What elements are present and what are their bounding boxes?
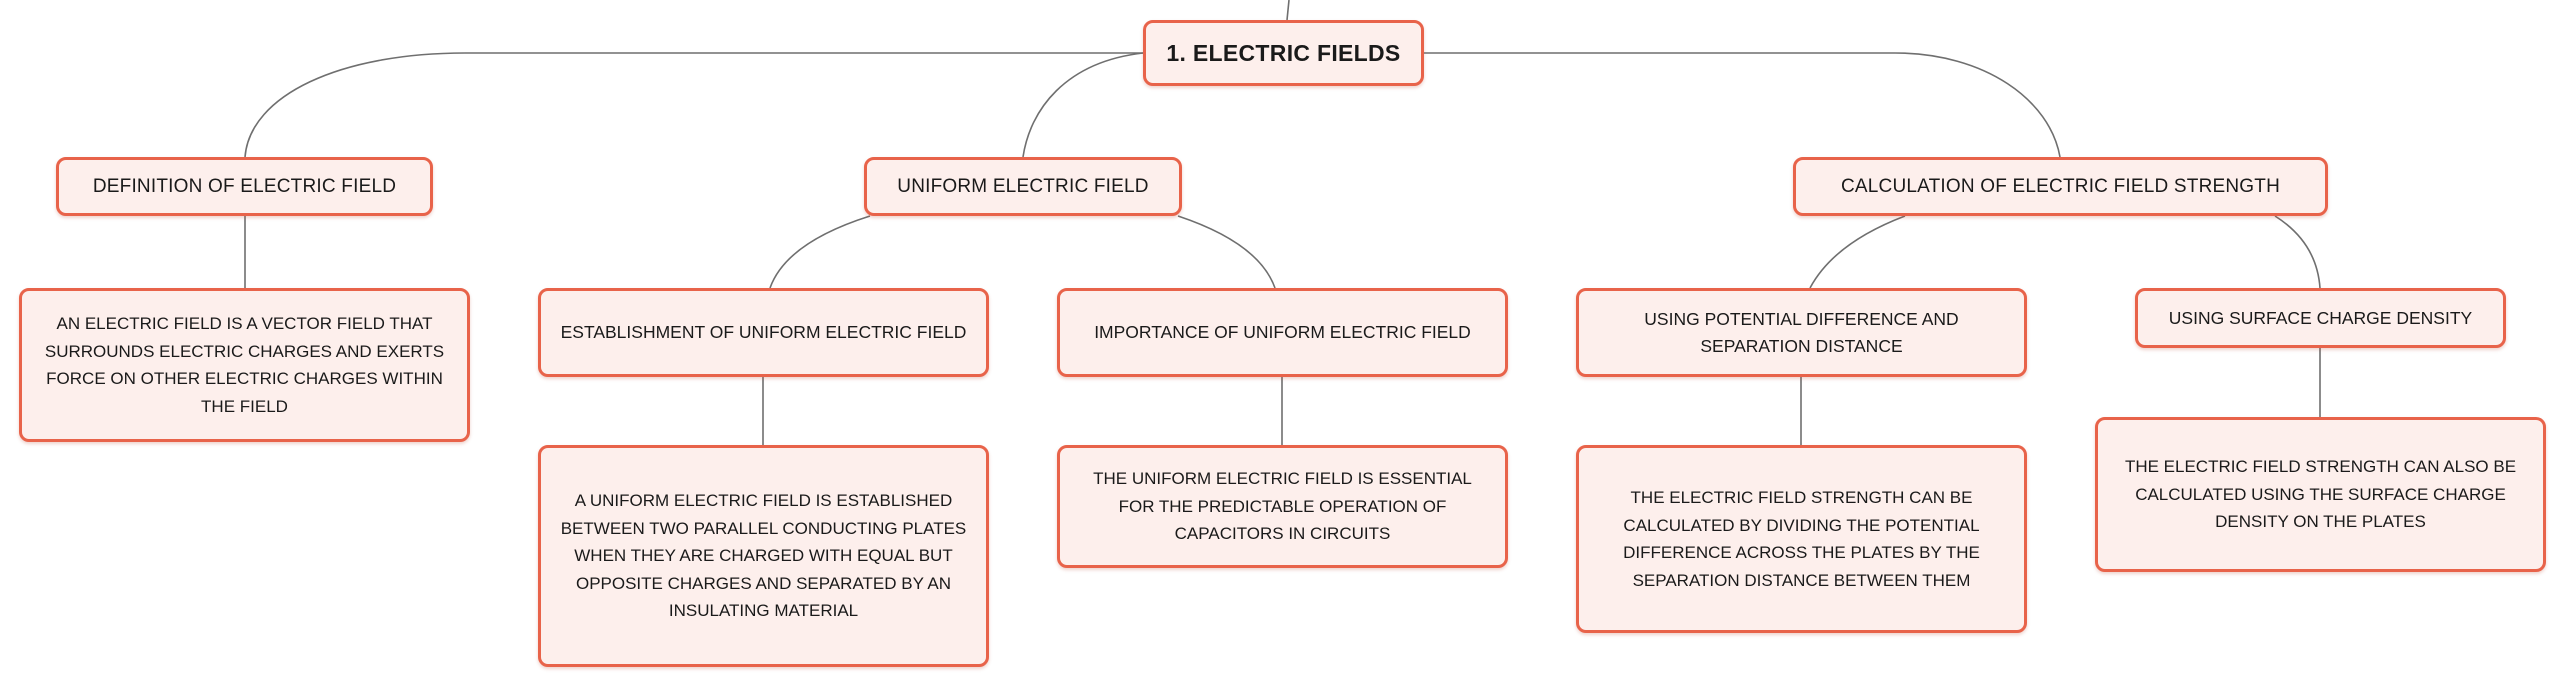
detail-node-establishment[interactable]: A UNIFORM ELECTRIC FIELD IS ESTABLISHED …: [538, 445, 989, 667]
detail-node-importance[interactable]: THE UNIFORM ELECTRIC FIELD IS ESSENTIAL …: [1057, 445, 1508, 568]
root-node[interactable]: 1. ELECTRIC FIELDS: [1143, 20, 1424, 86]
subtopic-node-label: USING POTENTIAL DIFFERENCE AND SEPARATIO…: [1644, 308, 1959, 356]
root-node-label: 1. ELECTRIC FIELDS: [1166, 39, 1401, 66]
subtopic-node-importance[interactable]: IMPORTANCE OF UNIFORM ELECTRIC FIELD: [1057, 288, 1508, 377]
topic-node-label: CALCULATION OF ELECTRIC FIELD STRENGTH: [1840, 175, 2281, 197]
topic-node-label: DEFINITION OF ELECTRIC FIELD: [92, 175, 397, 197]
connector-uniform-establishment: [769, 215, 871, 289]
subtopic-node-label: IMPORTANCE OF UNIFORM ELECTRIC FIELD: [1094, 322, 1471, 342]
topic-node-label: UNIFORM ELECTRIC FIELD: [897, 175, 1149, 197]
detail-node-text: THE ELECTRIC FIELD STRENGTH CAN BE CALCU…: [1623, 488, 1980, 590]
connector-calculation-surface: [2274, 215, 2321, 289]
detail-node-text: A UNIFORM ELECTRIC FIELD IS ESTABLISHED …: [560, 491, 967, 621]
topic-node-definition[interactable]: DEFINITION OF ELECTRIC FIELD: [56, 157, 433, 216]
detail-node-definition[interactable]: AN ELECTRIC FIELD IS A VECTOR FIELD THAT…: [19, 288, 470, 442]
detail-node-potential-difference[interactable]: THE ELECTRIC FIELD STRENGTH CAN BE CALCU…: [1576, 445, 2027, 633]
subtopic-node-potential-difference[interactable]: USING POTENTIAL DIFFERENCE AND SEPARATIO…: [1576, 288, 2027, 377]
detail-node-text: AN ELECTRIC FIELD IS A VECTOR FIELD THAT…: [44, 314, 445, 416]
detail-node-surface-charge[interactable]: THE ELECTRIC FIELD STRENGTH CAN ALSO BE …: [2095, 417, 2546, 572]
subtopic-node-label: ESTABLISHMENT OF UNIFORM ELECTRIC FIELD: [560, 322, 967, 342]
subtopic-node-surface-charge[interactable]: USING SURFACE CHARGE DENSITY: [2135, 288, 2506, 348]
detail-node-text: THE ELECTRIC FIELD STRENGTH CAN ALSO BE …: [2124, 457, 2517, 532]
connector-uniform-importance: [1177, 215, 1276, 289]
topic-node-uniform[interactable]: UNIFORM ELECTRIC FIELD: [864, 157, 1182, 216]
connector-calculation-potential: [1809, 215, 1906, 289]
subtopic-node-establishment[interactable]: ESTABLISHMENT OF UNIFORM ELECTRIC FIELD: [538, 288, 989, 377]
connector-root-calculation: [1424, 52, 2061, 158]
connector-root-parent: [1286, 0, 1290, 21]
connector-root-definition: [244, 52, 1143, 158]
connector-root-uniform: [1022, 52, 1144, 158]
detail-node-text: THE UNIFORM ELECTRIC FIELD IS ESSENTIAL …: [1093, 469, 1472, 544]
topic-node-calculation[interactable]: CALCULATION OF ELECTRIC FIELD STRENGTH: [1793, 157, 2328, 216]
subtopic-node-label: USING SURFACE CHARGE DENSITY: [2168, 307, 2473, 328]
